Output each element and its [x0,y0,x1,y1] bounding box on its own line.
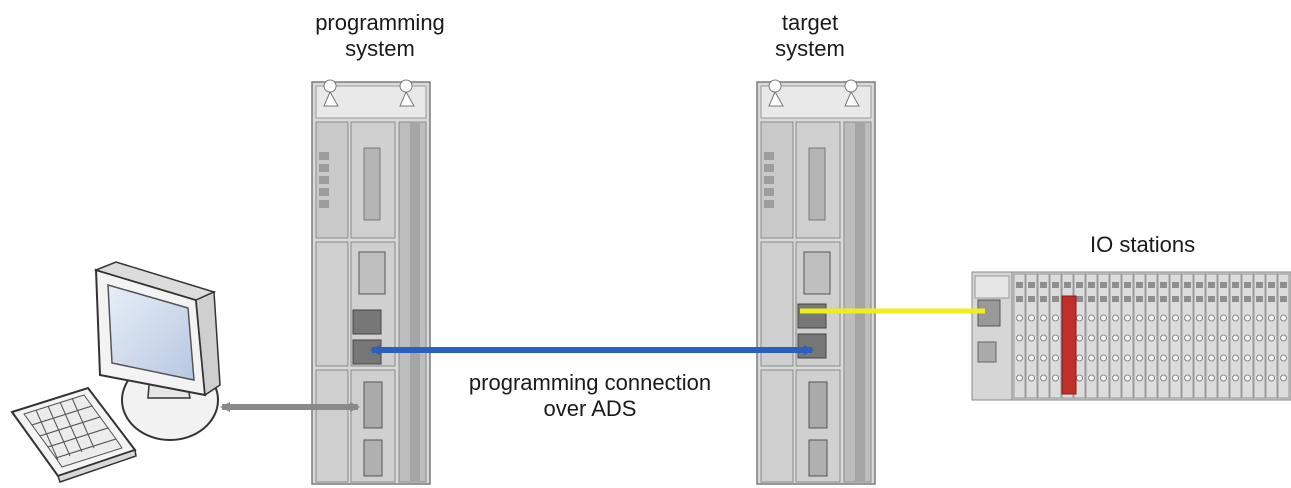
connection-label-line1: programming connection [468,370,712,395]
computer-monitor-keyboard-icon [10,261,221,483]
connection-label-line2: over ADS [543,396,637,421]
programming-system-label-line1: programming [315,10,445,35]
target-system-label-line1: target [781,10,839,35]
programming-system-cabinet [311,79,431,485]
programming-system-label-line2: system [345,36,415,61]
programming-system-label: programming system [290,10,470,62]
target-system-label-line2: system [775,36,845,61]
connection-label: programming connection over ADS [420,370,760,422]
io-terminal-rack-icon [971,271,1291,401]
io-terminal-columns [1013,273,1290,399]
io-red-module [1061,295,1077,395]
io-stations-label: IO stations [1090,232,1196,257]
target-system-cabinet [756,79,876,485]
target-system-label: target system [740,10,880,62]
